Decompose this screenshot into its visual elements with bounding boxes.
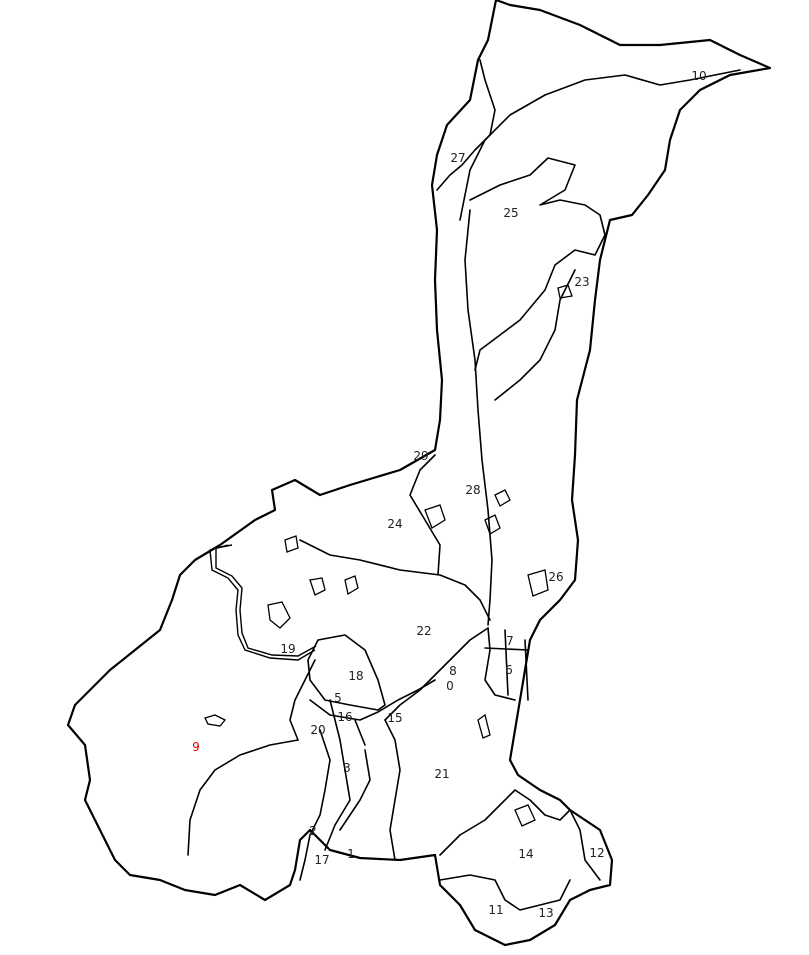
boundary-15 xyxy=(377,679,436,713)
blob-2 xyxy=(309,577,326,596)
boundary-24-22 xyxy=(299,539,491,621)
blob-6 xyxy=(424,504,446,529)
outer-boundary xyxy=(66,0,772,947)
boundary-2-17 xyxy=(324,749,371,851)
region-label-26: 26 xyxy=(548,570,563,584)
blob-12 xyxy=(477,713,491,739)
boundary-27-25 xyxy=(436,59,496,191)
blob-7 xyxy=(484,514,501,535)
region-label-10: 10 xyxy=(691,69,706,83)
region-label-15: 15 xyxy=(387,711,402,725)
boundary-25-23 xyxy=(469,157,606,371)
blob-4 xyxy=(284,535,299,553)
boundary-9 xyxy=(187,739,299,856)
region-label-1: 1 xyxy=(347,847,355,861)
region-label-5: 5 xyxy=(334,691,342,705)
region-label-3: 3 xyxy=(343,761,351,775)
river-west-2 xyxy=(215,544,317,657)
region-label-9: 9 xyxy=(192,740,200,754)
region-label-6: 6 xyxy=(505,663,513,677)
blob-11 xyxy=(557,284,573,299)
region-label-2: 2 xyxy=(309,824,317,838)
boundary-5-16 xyxy=(309,699,379,771)
region-label-21: 21 xyxy=(434,767,449,781)
boundary-21-east xyxy=(484,627,516,701)
region-labels: 1235678091011121314151617181920212223242… xyxy=(192,69,706,920)
region-label-29: 29 xyxy=(413,449,428,463)
region-label-28: 28 xyxy=(465,483,480,497)
region-label-14: 14 xyxy=(518,847,533,861)
boundary-9-north xyxy=(289,659,316,741)
region-label-24: 24 xyxy=(387,517,402,531)
blob-9 xyxy=(514,804,536,827)
blob-8 xyxy=(527,569,549,597)
region-label-23: 23 xyxy=(574,275,589,289)
region-label-19: 19 xyxy=(280,642,295,656)
boundary-14 xyxy=(439,789,571,856)
boundary-28-26 xyxy=(494,269,576,401)
boundary-central-valley xyxy=(464,209,493,626)
boundary-18-loop xyxy=(307,634,386,711)
region-label-25: 25 xyxy=(503,206,518,220)
blob-3 xyxy=(344,575,359,596)
boundary-north-ridge xyxy=(459,69,741,221)
region-label-13: 13 xyxy=(538,906,553,920)
boundary-29-24 xyxy=(409,454,441,576)
region-label-16: 16 xyxy=(337,710,352,724)
region-label-27: 27 xyxy=(450,151,465,165)
boundary-12 xyxy=(569,809,601,881)
region-label-12: 12 xyxy=(589,846,604,860)
boundary-20-3 xyxy=(299,729,331,881)
boundary-21-south xyxy=(384,719,401,861)
boundary-22-21 xyxy=(384,627,489,721)
blob-1 xyxy=(204,714,227,727)
region-label-22: 22 xyxy=(416,624,431,638)
river-west-1 xyxy=(209,544,316,661)
region-label-18: 18 xyxy=(348,669,363,683)
region-label-11: 11 xyxy=(488,903,503,917)
region-label-20: 20 xyxy=(310,723,325,737)
blob-10 xyxy=(494,489,511,507)
boundary-6-7 xyxy=(484,629,529,701)
region-label-17: 17 xyxy=(314,853,329,867)
boundary-11-13 xyxy=(439,874,571,911)
region-label-0: 0 xyxy=(446,679,454,693)
region-label-8: 8 xyxy=(449,664,457,678)
region-label-7: 7 xyxy=(506,634,514,648)
blob-5 xyxy=(267,601,291,629)
